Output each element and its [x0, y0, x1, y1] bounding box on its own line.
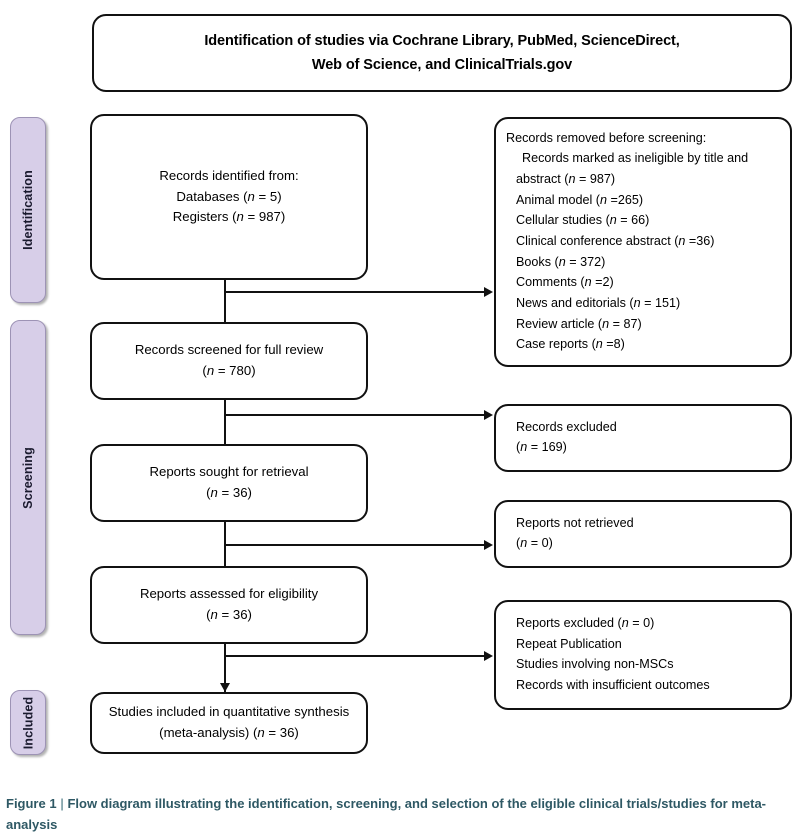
box-reports-assessed: Reports assessed for eligibility (n = 36… [90, 566, 368, 644]
reports-excluded-line-4: Records with insufficient outcomes [516, 678, 710, 693]
connector-arrow-down-included [219, 683, 230, 692]
records-removed-line-5: Cellular studies (n = 66) [516, 213, 650, 228]
records-identified-line-1: Records identified from: [159, 167, 299, 183]
connector-trunk-4 [224, 644, 227, 692]
stage-bar-identification: Identification [10, 117, 46, 303]
caption-label: Figure 1 [6, 796, 57, 811]
studies-included-line-2: (meta-analysis) (n = 36) [159, 725, 299, 740]
connector-trunk-2 [224, 400, 227, 444]
reports-not-retrieved-line-1: Reports not retrieved [516, 515, 634, 530]
connector-arrow-reports-excluded [484, 650, 493, 661]
figure-caption: Figure 1 | Flow diagram illustrating the… [6, 793, 794, 836]
records-removed-line-8: Comments (n =2) [516, 275, 614, 290]
box-reports-sought: Reports sought for retrieval (n = 36) [90, 444, 368, 522]
records-removed-line-11: Case reports (n =8) [516, 337, 625, 352]
connector-branch-1 [224, 291, 484, 294]
records-removed-line-4: Animal model (n =265) [516, 192, 644, 207]
stage-label-included: Included [21, 696, 36, 749]
caption-text-line-2: for meta-analysis [6, 796, 767, 833]
connector-trunk-1 [224, 280, 227, 322]
reports-assessed-line-1: Reports assessed for eligibility [139, 586, 319, 602]
box-records-screened: Records screened for full review (n = 78… [90, 322, 368, 400]
stage-bar-included: Included [10, 690, 46, 755]
reports-not-retrieved-line-2: (n = 0) [516, 536, 553, 551]
box-studies-included: Studies included in quantitative synthes… [90, 692, 368, 754]
records-screened-line-2: (n = 780) [202, 363, 256, 378]
reports-assessed-line-2: (n = 36) [206, 607, 252, 622]
stage-label-identification: Identification [21, 170, 36, 250]
records-removed-line-6: Clinical conference abstract (n =36) [516, 234, 715, 249]
box-records-identified: Records identified from: Databases (n = … [90, 114, 368, 280]
records-removed-line-9: News and editorials (n = 151) [516, 296, 681, 311]
box-reports-not-retrieved: Reports not retrieved (n = 0) [494, 500, 792, 568]
connector-arrow-records-excluded [484, 409, 493, 420]
reports-excluded-line-2: Repeat Publication [516, 636, 622, 651]
reports-sought-line-2: (n = 36) [206, 485, 252, 500]
connector-branch-3 [224, 544, 484, 547]
stage-bar-screening: Screening [10, 320, 46, 635]
records-excluded-line-2: (n = 169) [516, 440, 567, 455]
studies-included-line-1: Studies included in quantitative synthes… [108, 704, 350, 720]
caption-separator: | [60, 796, 64, 811]
box-records-removed: Records removed before screening: Record… [494, 117, 792, 367]
records-excluded-line-1: Records excluded [516, 419, 617, 434]
header-line-1: Identification of studies via Cochrane L… [204, 32, 680, 49]
connector-arrow-reports-not-retrieved [484, 539, 493, 550]
connector-branch-2 [224, 414, 484, 417]
records-removed-line-1: Records removed before screening: [506, 130, 707, 145]
caption-text-line-1: Flow diagram illustrating the identifica… [67, 796, 707, 811]
reports-excluded-line-3: Studies involving non-MSCs [516, 657, 674, 672]
records-removed-line-3: abstract (n = 987) [516, 172, 616, 187]
connector-branch-4 [224, 655, 484, 658]
reports-sought-line-1: Reports sought for retrieval [149, 464, 309, 480]
records-removed-line-7: Books (n = 372) [516, 254, 606, 269]
records-screened-line-1: Records screened for full review [134, 342, 324, 358]
stage-label-screening: Screening [21, 446, 36, 509]
records-identified-line-3: Registers (n = 987) [172, 209, 286, 225]
records-removed-line-10: Review article (n = 87) [516, 316, 642, 331]
box-reports-excluded: Reports excluded (n = 0) Repeat Publicat… [494, 600, 792, 710]
box-records-excluded: Records excluded (n = 169) [494, 404, 792, 472]
connector-arrow-records-removed [484, 286, 493, 297]
records-identified-line-2: Databases (n = 5) [176, 188, 282, 204]
header-line-2: Web of Science, and ClinicalTrials.gov [311, 56, 573, 73]
header-box: Identification of studies via Cochrane L… [92, 14, 792, 92]
reports-excluded-line-1: Reports excluded (n = 0) [516, 616, 655, 631]
records-removed-line-2: Records marked as ineligible by title an… [522, 151, 749, 166]
